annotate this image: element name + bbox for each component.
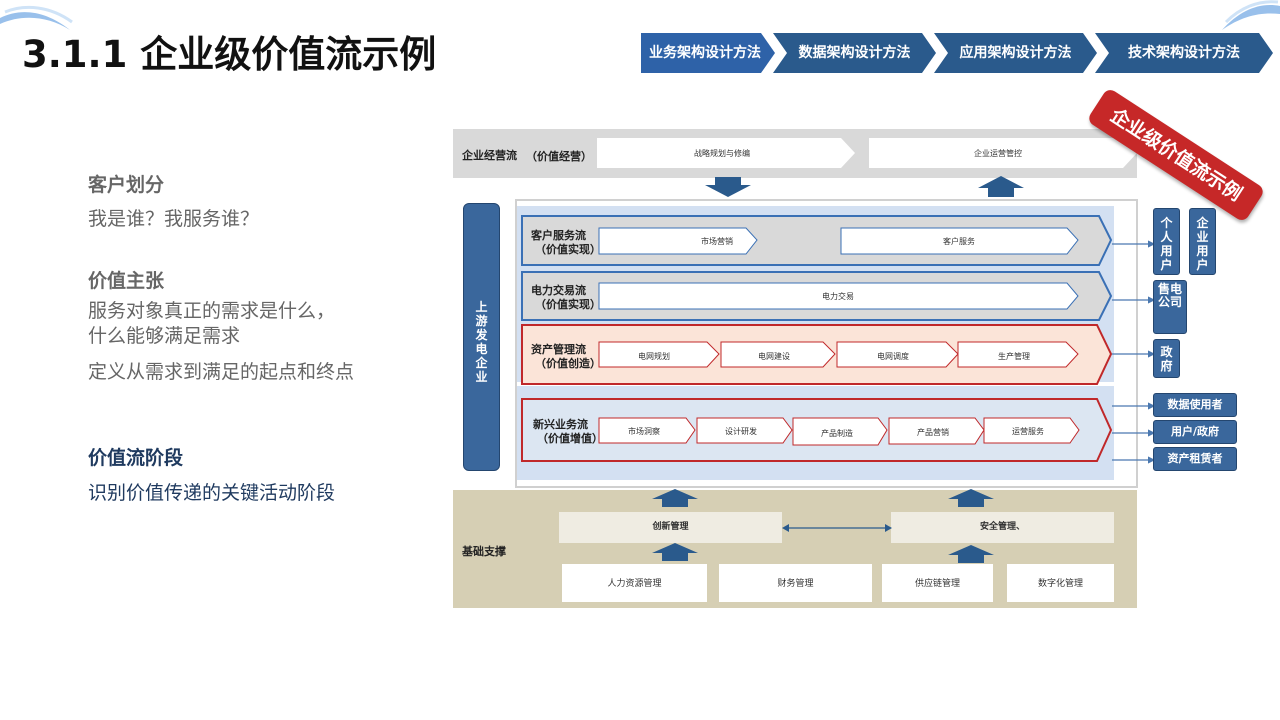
value-proposition-text-1: 服务对象真正的需求是什么， [88, 300, 336, 322]
emerging-business-stream-chevron [521, 398, 1113, 462]
foundation-support-label: 基础支撑 [462, 545, 506, 558]
enterprise-operation-label: 企业经营流 [462, 149, 517, 162]
step-operation-service: 运营服务 [1012, 427, 1044, 436]
value-proposition-heading: 价值主张 [88, 270, 165, 292]
step-product-marketing: 产品营销 [917, 428, 949, 437]
step-grid-dispatch: 电网调度 [877, 352, 909, 361]
retail-company-pill: 售电公司 [1153, 280, 1187, 334]
hr-management-box: 人力资源管理 [562, 564, 707, 602]
nav-tab-shape [934, 33, 1097, 73]
nav-tab-shape [773, 33, 936, 73]
value-stream-stage-heading: 价值流阶段 [88, 447, 184, 469]
power-trading-stream-label: 电力交易流 [531, 284, 586, 297]
upstream-power-generator-pill: 上游发电企业 [463, 203, 500, 471]
nav-tab-label: 应用架构设计方法 [959, 45, 1072, 61]
customer-service-stream-label: 客户服务流 [531, 229, 586, 242]
nav-tab-shape [641, 33, 775, 73]
strategy-planning-chevron [597, 138, 855, 168]
page-title: 3.1.1 企业级价值流示例 [22, 33, 437, 76]
step-grid-construction: 电网建设 [758, 352, 790, 361]
value-stream-stage-text: 识别价值传递的关键活动阶段 [88, 482, 336, 504]
down-arrow-icon [705, 177, 751, 197]
value-proposition-text-3: 定义从需求到满足的起点和终点 [88, 361, 355, 383]
nav-tab-label: 数据架构设计方法 [798, 45, 911, 61]
customer-service-stream-sub: （价值实现） [535, 243, 601, 256]
finance-management-box: 财务管理 [719, 564, 872, 602]
enterprise-user-pill: 企业用户 [1189, 208, 1216, 275]
bidirectional-arrow-icon [782, 524, 892, 532]
nav-tab-data-architecture[interactable]: 数据架构设计方法 [773, 33, 936, 73]
nav-tab-shape [1095, 33, 1273, 73]
step-market-insight: 市场洞察 [628, 427, 660, 436]
innovation-management-box: 创新管理 [559, 512, 782, 543]
step-marketing: 市场营销 [701, 237, 733, 246]
asset-management-stream-chevron [521, 324, 1113, 385]
power-trading-stream-sub: （价值实现） [535, 298, 601, 311]
safety-management-box: 安全管理、 [891, 512, 1114, 543]
asset-management-stream-label: 资产管理流 [531, 343, 586, 356]
supply-chain-management-box: 供应链管理 [882, 564, 993, 602]
personal-user-label: 个人用户 [1160, 216, 1173, 272]
asset-lessee-pill: 资产租赁者 [1153, 447, 1237, 471]
strategy-planning-label: 战略规划与修编 [694, 149, 750, 158]
government-label: 政府 [1160, 345, 1173, 373]
asset-management-stream-sub: （价值创造） [535, 357, 601, 370]
emerging-business-stream-label: 新兴业务流 [533, 418, 588, 431]
up-arrow-icon [652, 543, 698, 561]
retail-company-label: 售电公司 [1157, 282, 1182, 309]
value-proposition-text-2: 什么能够满足需求 [88, 325, 241, 347]
emerging-business-stream-sub: （价值增值） [537, 432, 603, 445]
up-arrow-icon [978, 176, 1024, 197]
nav-tab-label: 业务架构设计方法 [649, 45, 761, 61]
step-design-rd: 设计研发 [725, 427, 757, 436]
connector-arrows [1112, 240, 1156, 464]
nav-tab-business-architecture[interactable]: 业务架构设计方法 [641, 33, 775, 73]
step-production-management: 生产管理 [998, 352, 1030, 361]
government-pill: 政府 [1153, 339, 1180, 378]
user-government-pill: 用户/政府 [1153, 420, 1237, 444]
up-arrow-icon [948, 545, 994, 563]
step-power-trading: 电力交易 [822, 292, 854, 301]
operation-control-chevron [869, 138, 1137, 168]
digital-management-box: 数字化管理 [1007, 564, 1114, 602]
decorative-swoosh-left [0, 5, 73, 30]
upstream-power-generator-label: 上游发电企业 [475, 300, 488, 384]
data-user-pill: 数据使用者 [1153, 393, 1237, 417]
enterprise-user-label: 企业用户 [1196, 216, 1209, 272]
nav-tab-technology-architecture[interactable]: 技术架构设计方法 [1095, 33, 1273, 73]
up-arrow-icon [652, 489, 698, 507]
customer-service-stream-chevron [521, 215, 1113, 266]
power-trading-stream-chevron [521, 271, 1113, 321]
personal-user-pill: 个人用户 [1153, 208, 1180, 275]
nav-tab-label: 技术架构设计方法 [1128, 45, 1240, 61]
operation-control-label: 企业运营管控 [974, 149, 1022, 158]
enterprise-operation-sub: （价值经营） [526, 150, 592, 163]
nav-tab-application-architecture[interactable]: 应用架构设计方法 [934, 33, 1097, 73]
step-manufacturing: 产品制造 [821, 429, 853, 438]
up-arrow-icon [948, 489, 994, 507]
customer-segment-text: 我是谁？我服务谁？ [88, 208, 260, 230]
step-grid-planning: 电网规划 [638, 352, 670, 361]
customer-segment-heading: 客户划分 [88, 174, 165, 196]
decorative-swoosh-right [1222, 0, 1280, 30]
step-customer-service: 客户服务 [943, 237, 975, 246]
